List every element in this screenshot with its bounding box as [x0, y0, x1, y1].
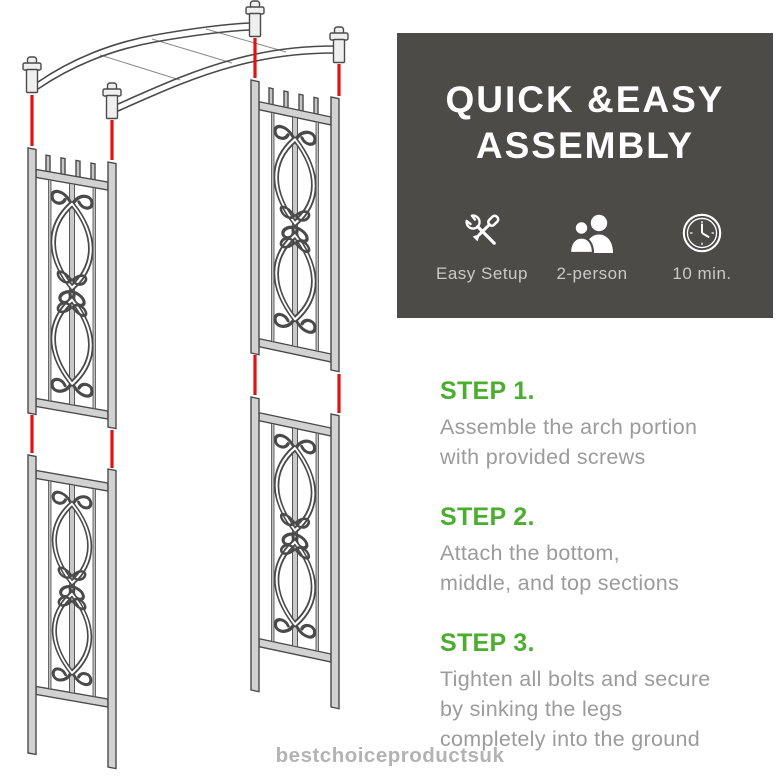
assembly-connector-lines	[30, 38, 341, 468]
left-top-panel	[27, 147, 117, 430]
right-top-panel	[250, 79, 340, 373]
step-1: STEP 1. Assemble the arch portion with p…	[440, 376, 770, 472]
feature-two-person: 2-person	[537, 205, 647, 284]
arch-top	[37, 22, 337, 112]
assembly-steps: STEP 1. Assemble the arch portion with p…	[440, 376, 770, 780]
crossed-tools-icon	[427, 205, 537, 255]
step-2-line-1: Attach the bottom,	[440, 541, 620, 565]
step-3-body: Tighten all bolts and secure by sinking …	[440, 664, 770, 754]
feature-ten-min: 10 min.	[647, 205, 757, 284]
step-2: STEP 2. Attach the bottom, middle, and t…	[440, 502, 770, 598]
finial-right-front	[329, 26, 349, 64]
panel-title-line2: ASSEMBLY	[475, 125, 695, 166]
step-2-body: Attach the bottom, middle, and top secti…	[440, 538, 770, 598]
clock-icon	[647, 205, 757, 255]
step-3-heading: STEP 3.	[440, 629, 535, 657]
panel-title-line1: QUICK &EASY	[445, 79, 725, 120]
brand-watermark: bestchoiceproductsuk	[275, 744, 505, 767]
left-bottom-panel	[27, 454, 117, 770]
finial-left-front	[102, 82, 122, 120]
assembly-info-panel: QUICK &EASY ASSEMBLY	[397, 33, 773, 318]
step-1-line-1: Assemble the arch portion	[440, 415, 698, 439]
finial-right-rear	[245, 0, 265, 38]
feature-list: Easy Setup 2-pers	[397, 205, 773, 284]
feature-label-easy-setup: Easy Setup	[436, 264, 528, 283]
step-3-line-2: by sinking the legs	[440, 697, 623, 721]
step-1-line-2: with provided screws	[440, 445, 646, 469]
step-1-heading: STEP 1.	[440, 377, 535, 405]
right-bottom-panel	[250, 396, 340, 710]
step-3: STEP 3. Tighten all bolts and secure by …	[440, 628, 770, 754]
panel-title: QUICK &EASY ASSEMBLY	[397, 77, 773, 169]
step-3-line-1: Tighten all bolts and secure	[440, 667, 711, 691]
step-2-heading: STEP 2.	[440, 503, 535, 531]
step-2-line-2: middle, and top sections	[440, 571, 680, 595]
finial-left-rear	[22, 56, 42, 94]
two-person-icon	[537, 205, 647, 255]
feature-easy-setup: Easy Setup	[427, 205, 537, 284]
step-3-line-3: completely into the ground	[440, 727, 700, 751]
step-1-body: Assemble the arch portion with provided …	[440, 412, 770, 472]
garden-arch-exploded-diagram	[22, 0, 349, 770]
feature-label-two-person: 2-person	[556, 264, 628, 283]
feature-label-ten-min: 10 min.	[672, 264, 732, 283]
